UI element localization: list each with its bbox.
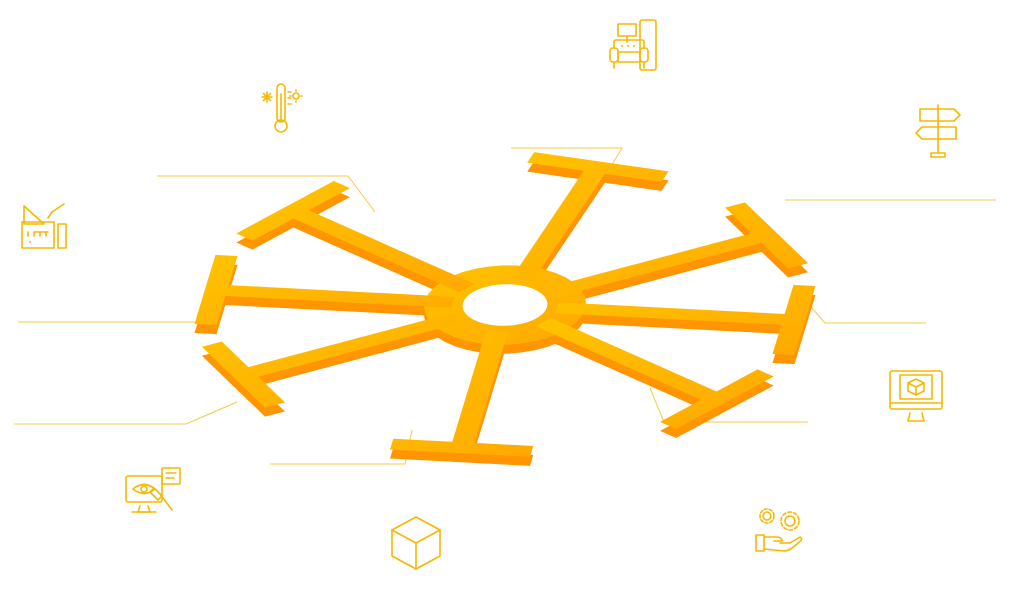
leader-line-top <box>511 147 623 169</box>
hub-arrow-top-8 <box>236 180 475 293</box>
hub-arrow-side-6 <box>201 321 463 417</box>
leader-lines <box>14 147 996 465</box>
leader-line-bottom-left <box>14 401 238 425</box>
monitor-3d-icon <box>889 370 943 422</box>
arrow-hub <box>194 152 816 466</box>
monitor-eye-icon <box>125 467 181 513</box>
cube-icon <box>391 516 441 570</box>
hub-arrow-side-4 <box>535 326 774 439</box>
hub-arrow-top-3 <box>555 284 816 356</box>
leader-line-top-left <box>157 175 376 213</box>
hand-gears-icon <box>755 508 803 552</box>
signpost-icon <box>915 104 961 158</box>
hub-arrow-top-4 <box>535 317 774 430</box>
hub-arrow-side-1 <box>511 161 669 291</box>
leader-line-left <box>18 304 219 323</box>
hub-arrow-top-7 <box>194 254 455 326</box>
leader-line-bottom <box>270 429 413 465</box>
drafting-tools-icon <box>21 203 67 249</box>
hub-arrow-side-3 <box>555 293 816 365</box>
hub-arrow-side-5 <box>390 339 534 466</box>
hub-arrow-top-5 <box>390 330 534 457</box>
thermometer-icon <box>261 83 303 133</box>
arrow-hub-top <box>194 152 816 457</box>
hub-arrow-top-6 <box>201 312 463 408</box>
armchair-icon <box>609 19 657 71</box>
hub-arrow-top-2 <box>547 202 809 298</box>
hub-arrow-top-1 <box>511 152 669 282</box>
hub-center-hole <box>462 284 548 326</box>
leader-line-right <box>802 297 926 324</box>
